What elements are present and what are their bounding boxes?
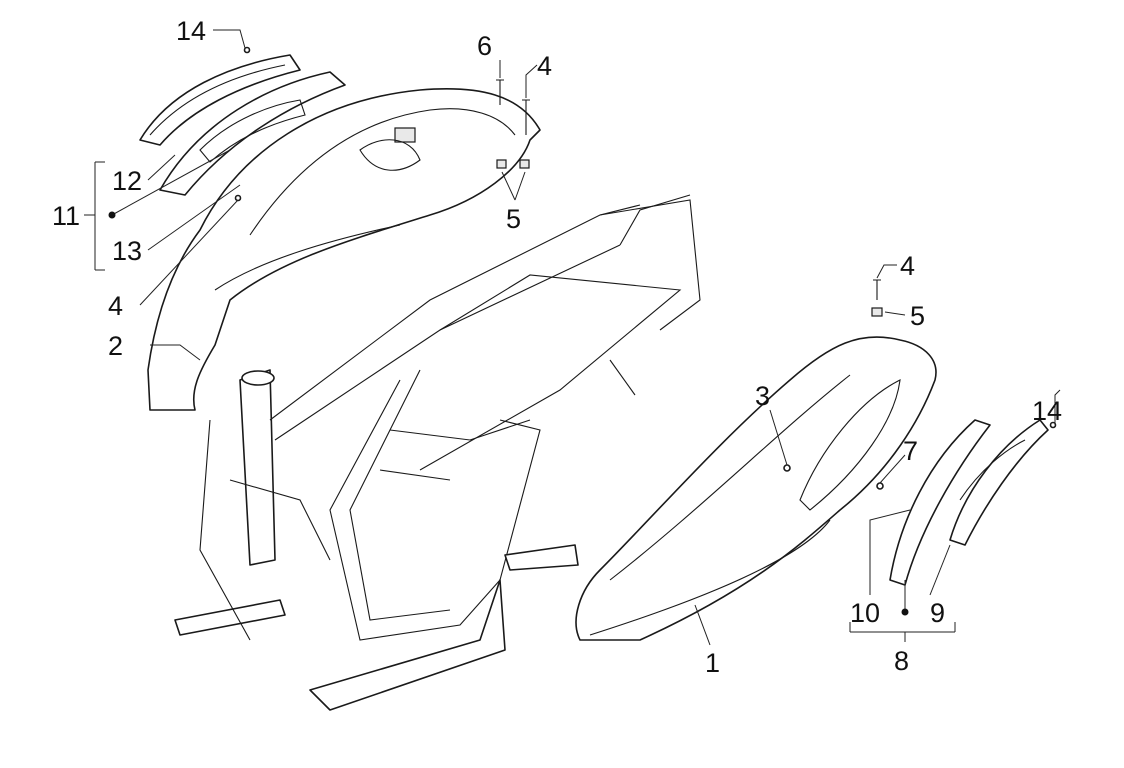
callout-4-right: 4 — [900, 251, 915, 281]
callout-8: 8 — [894, 646, 909, 676]
side-panel-part-2 — [147, 87, 541, 411]
trim-part-13 — [159, 71, 346, 196]
callout-3: 3 — [755, 381, 770, 411]
callout-10: 10 — [850, 598, 880, 628]
callout-5-top: 5 — [506, 204, 521, 234]
callout-11: 11 — [52, 201, 80, 231]
callout-12: 12 — [112, 166, 142, 196]
callout-5-right: 5 — [910, 301, 925, 331]
scooter-frame — [174, 194, 701, 711]
callout-2: 2 — [108, 331, 123, 361]
callout-14-right: 14 — [1032, 396, 1062, 426]
trim-part-12 — [139, 54, 301, 146]
callout-1: 1 — [705, 648, 720, 678]
callout-4-top: 4 — [537, 51, 552, 81]
callout-14-left: 14 — [176, 16, 206, 46]
callout-6: 6 — [477, 31, 492, 61]
side-panel-part-1 — [575, 336, 937, 641]
callout-7: 7 — [903, 436, 918, 466]
trim-part-10 — [889, 419, 991, 586]
trim-part-9 — [949, 419, 1049, 546]
callout-13: 13 — [112, 236, 142, 266]
callout-4-left: 4 — [108, 291, 123, 321]
callout-9: 9 — [930, 598, 945, 628]
leader-lines — [84, 29, 1061, 646]
